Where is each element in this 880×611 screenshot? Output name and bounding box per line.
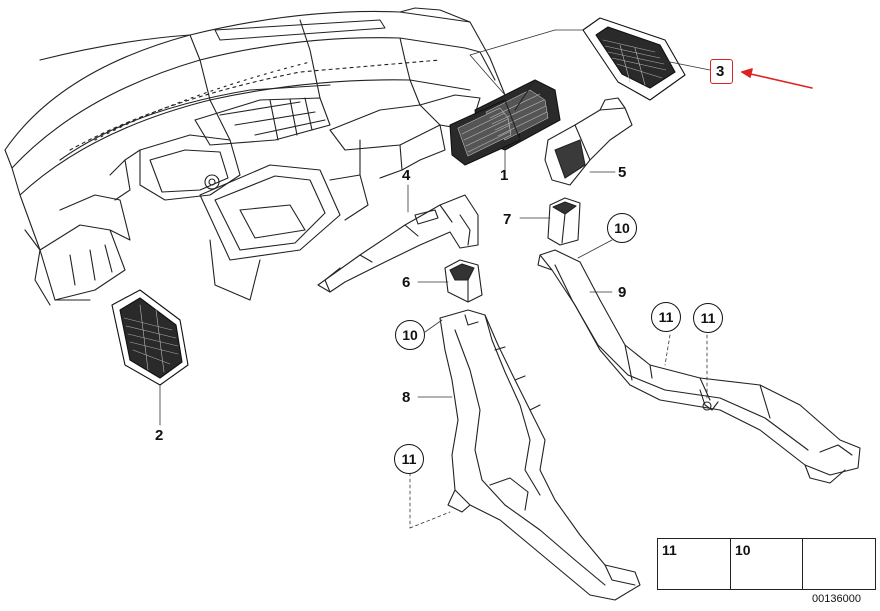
legend-divider	[730, 538, 803, 590]
nozzle-part-6	[444, 259, 483, 303]
center-vent-part-1	[449, 79, 561, 166]
callout-part-11-lower: 11	[394, 444, 424, 474]
right-vent-part-3	[582, 17, 686, 101]
callout-part-3-highlight	[710, 59, 733, 84]
callout-part-10-upper: 10	[607, 213, 637, 243]
duct-part-5	[544, 97, 633, 186]
document-number: 00136000	[812, 593, 861, 605]
left-vent-part-2	[111, 289, 189, 386]
callout-part-9: 9	[618, 284, 627, 301]
callout-part-11-right: 11	[693, 303, 723, 333]
callout-part-6: 6	[402, 274, 411, 291]
callout-part-1: 1	[500, 167, 509, 184]
leader-lines	[159, 29, 711, 529]
dashboard-carrier	[4, 7, 506, 306]
callout-part-3: 3	[716, 63, 725, 80]
connector-part-7	[547, 197, 581, 246]
left-duct-part-4	[317, 194, 479, 293]
lower-duct-part-8	[439, 309, 641, 601]
right-floor-duct-part-9	[537, 249, 861, 484]
callout-part-4: 4	[402, 167, 411, 184]
callout-part-11-left: 11	[651, 302, 681, 332]
highlight-arrow	[741, 68, 813, 89]
legend-nut-number: 11	[662, 542, 677, 558]
callout-part-2: 2	[155, 427, 164, 444]
callout-part-8: 8	[402, 389, 411, 406]
callout-part-7: 7	[503, 211, 512, 228]
callout-part-5: 5	[618, 164, 627, 181]
callout-part-10-lower: 10	[395, 320, 425, 350]
legend-clip-number: 10	[735, 542, 751, 558]
